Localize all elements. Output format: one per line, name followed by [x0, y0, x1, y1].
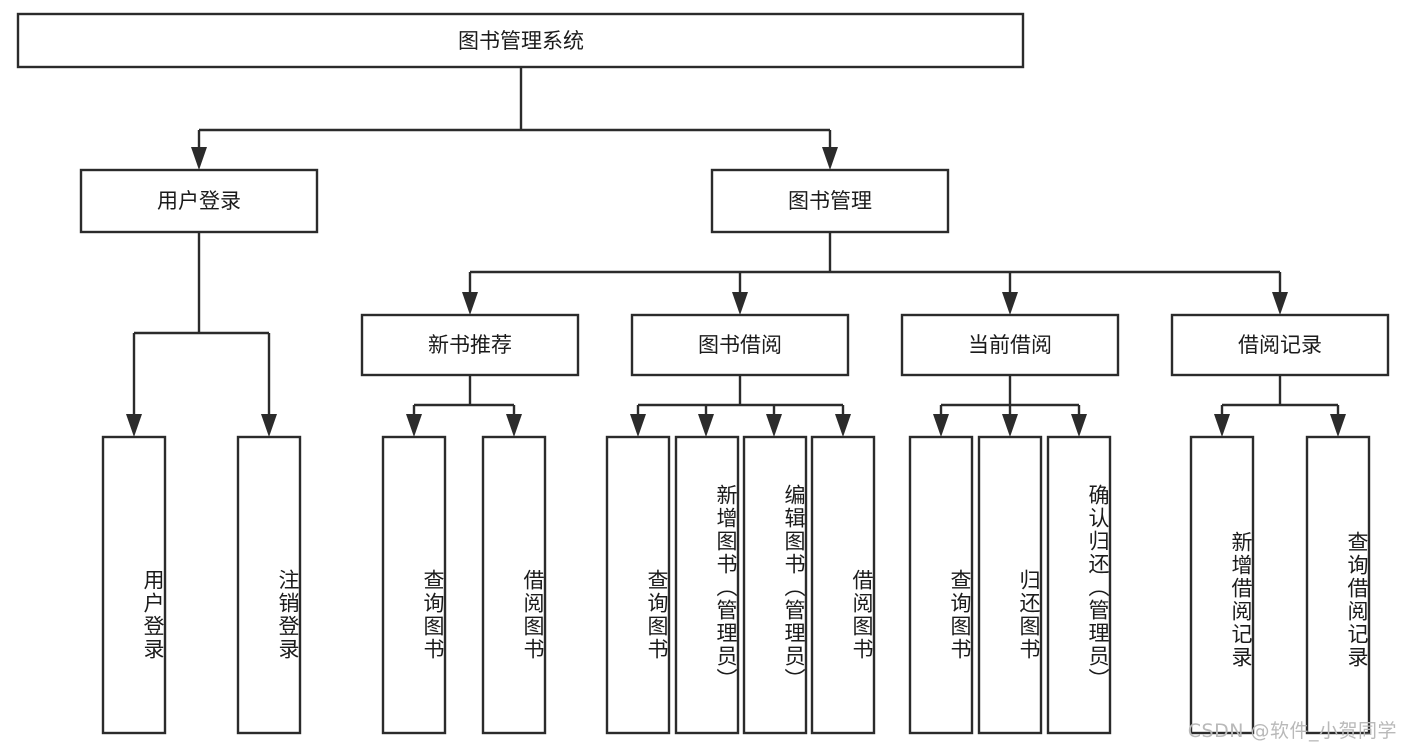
node-book-management-label: 图书管理 — [788, 189, 872, 213]
node-leaf-add-record-rect[interactable] — [1189, 435, 1255, 735]
arrow-book-mgmt-c3-icon — [1002, 292, 1018, 315]
node-book-borrow[interactable]: 图书借阅 — [630, 313, 850, 377]
arrow-current-borrow-leaf1-icon — [933, 414, 949, 437]
node-book-borrow-label: 图书借阅 — [698, 333, 782, 357]
node-leaf-logout-rect[interactable] — [236, 435, 302, 735]
connector-group-book-borrow — [630, 375, 851, 437]
node-new-book-recommend[interactable]: 新书推荐 — [360, 313, 580, 377]
node-root-label: 图书管理系统 — [458, 29, 584, 53]
node-current-borrow[interactable]: 当前借阅 — [900, 313, 1120, 377]
node-book-management[interactable]: 图书管理 — [710, 168, 950, 234]
arrow-borrow-record-leaf1-icon — [1214, 414, 1230, 437]
node-leaf-query-record-rect[interactable] — [1305, 435, 1371, 735]
node-leaf-borrow-book-1-rect[interactable] — [481, 435, 547, 735]
arrow-book-borrow-leaf3-icon — [766, 414, 782, 437]
node-root-rect[interactable] — [16, 12, 1025, 69]
node-leaf-user-login-rect[interactable] — [101, 435, 167, 735]
arrow-book-borrow-leaf1-icon — [630, 414, 646, 437]
arrow-current-borrow-leaf2-icon — [1002, 414, 1018, 437]
arrow-root-to-user-login-icon — [191, 147, 207, 170]
node-user-login-rect[interactable] — [79, 168, 319, 234]
connector-group-user-login — [126, 232, 277, 437]
node-new-book-recommend-label: 新书推荐 — [428, 333, 512, 357]
node-root[interactable]: 图书管理系统 — [16, 12, 1025, 69]
node-borrow-record[interactable]: 借阅记录 — [1170, 313, 1390, 377]
connector-group-book-mgmt — [462, 232, 1288, 315]
node-leaf-query-book-2-rect[interactable] — [605, 435, 671, 735]
arrow-user-login-leaf1-icon — [126, 414, 142, 437]
arrow-book-mgmt-c2-icon — [732, 292, 748, 315]
connector-group-root — [191, 67, 838, 170]
node-leaf-query-book-3-rect[interactable] — [908, 435, 974, 735]
node-new-book-recommend-rect[interactable] — [360, 313, 580, 377]
node-leaf-return-book-rect[interactable] — [977, 435, 1043, 735]
connector-group-current-borrow — [933, 375, 1087, 437]
csdn-watermark: CSDN @软件_小贺同学 — [1187, 720, 1397, 742]
node-leaf-borrow-book-2-rect[interactable] — [810, 435, 876, 735]
arrow-book-borrow-leaf4-icon — [835, 414, 851, 437]
node-leaf-confirm-return-rect[interactable] — [1046, 435, 1112, 735]
node-user-login[interactable]: 用户登录 — [79, 168, 319, 234]
arrow-root-to-book-mgmt-icon — [822, 147, 838, 170]
node-leaf-query-book-1-rect[interactable] — [381, 435, 447, 735]
node-book-borrow-rect[interactable] — [630, 313, 850, 377]
arrow-book-borrow-leaf2-icon — [698, 414, 714, 437]
node-current-borrow-label: 当前借阅 — [968, 333, 1052, 357]
arrow-new-book-leaf2-icon — [506, 414, 522, 437]
node-borrow-record-rect[interactable] — [1170, 313, 1390, 377]
arrow-book-mgmt-c4-icon — [1272, 292, 1288, 315]
arrow-current-borrow-leaf3-icon — [1071, 414, 1087, 437]
arrow-book-mgmt-c1-icon — [462, 292, 478, 315]
node-borrow-record-label: 借阅记录 — [1238, 333, 1322, 357]
node-user-login-label: 用户登录 — [157, 189, 241, 213]
connector-group-new-book — [406, 375, 522, 437]
node-leaf-edit-book-rect[interactable] — [742, 435, 808, 735]
node-book-management-rect[interactable] — [710, 168, 950, 234]
arrow-new-book-leaf1-icon — [406, 414, 422, 437]
node-current-borrow-rect[interactable] — [900, 313, 1120, 377]
arrow-borrow-record-leaf2-icon — [1330, 414, 1346, 437]
node-leaf-add-book-rect[interactable] — [674, 435, 740, 735]
arrow-user-login-leaf2-icon — [261, 414, 277, 437]
connector-group-borrow-record — [1214, 375, 1346, 437]
